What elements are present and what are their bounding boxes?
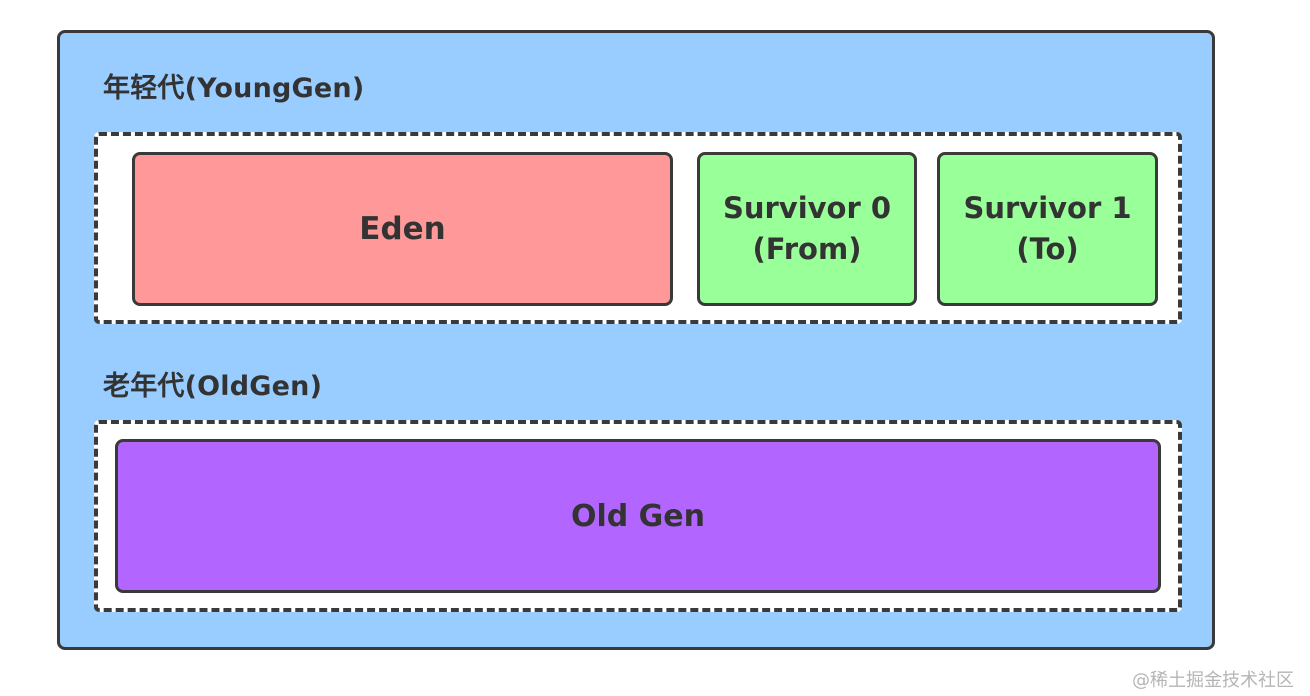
young-gen-title: 年轻代(YoungGen) [103, 73, 365, 104]
survivor-1-box: Survivor 1 (To) [937, 152, 1158, 306]
survivor-0-box: Survivor 0 (From) [697, 152, 917, 306]
watermark: @稀土掘金技术社区 [1132, 670, 1294, 691]
old-gen-label: Old Gen [570, 498, 706, 534]
survivor-1-role: (To) [1016, 232, 1079, 266]
old-gen-title: 老年代(OldGen) [103, 371, 323, 402]
survivor-0-label: Survivor 0 [722, 191, 892, 225]
survivor-1-label: Survivor 1 [963, 191, 1132, 225]
eden-box: Eden [132, 152, 673, 306]
survivor-0-role: (From) [752, 232, 862, 266]
old-gen-box: Old Gen [115, 439, 1161, 593]
eden-label: Eden [359, 210, 446, 247]
